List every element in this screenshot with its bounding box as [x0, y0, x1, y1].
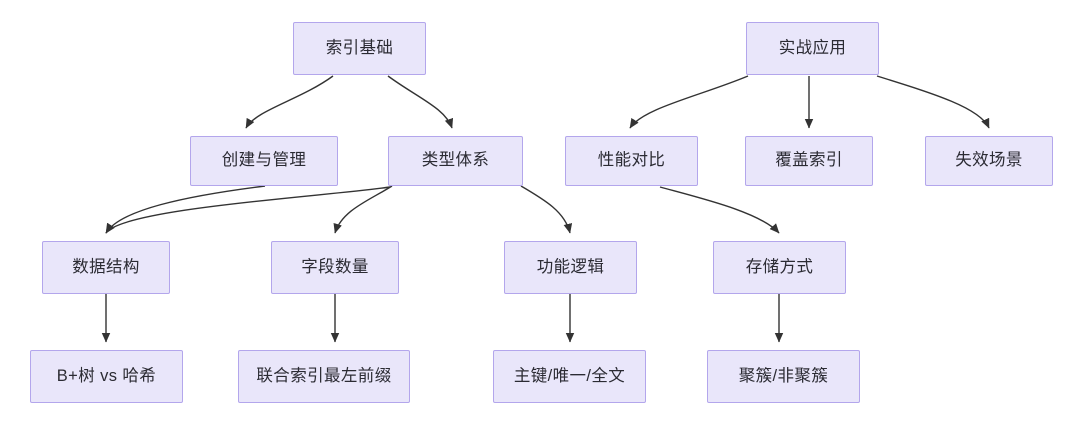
edge-root-practical-use-to-performance-compare — [629, 75, 749, 129]
node-function-logic[interactable]: 功能逻辑 — [504, 241, 637, 294]
node-label-field-count: 字段数量 — [301, 257, 369, 276]
node-label-root-index-basics: 索引基础 — [325, 38, 394, 57]
node-label-failure-scenario: 失效场景 — [955, 151, 1023, 170]
node-label-create-manage: 创建与管理 — [221, 151, 307, 170]
node-btree-vs-hash[interactable]: B+树 vs 哈希 — [30, 350, 183, 403]
node-label-type-system: 类型体系 — [421, 151, 490, 170]
node-label-performance-compare: 性能对比 — [597, 151, 666, 170]
node-label-clustered-or-not: 聚簇/非聚簇 — [738, 366, 829, 385]
node-label-leftmost-prefix: 联合索引最左前缀 — [256, 366, 392, 385]
node-data-structure[interactable]: 数据结构 — [42, 241, 170, 294]
edge-performance-compare-to-storage-method — [659, 186, 780, 234]
edge-create-manage-to-data-structure — [105, 185, 266, 234]
node-field-count[interactable]: 字段数量 — [271, 241, 399, 294]
edge-type-system-to-data-structure — [105, 186, 391, 234]
edge-root-index-basics-to-create-manage — [245, 75, 334, 129]
node-label-data-structure: 数据结构 — [72, 257, 140, 276]
node-storage-method[interactable]: 存储方式 — [713, 241, 846, 294]
node-root-index-basics[interactable]: 索引基础 — [293, 22, 426, 75]
node-label-function-logic: 功能逻辑 — [536, 257, 605, 276]
node-pk-unique-fulltext[interactable]: 主键/唯一/全文 — [493, 350, 646, 403]
node-label-storage-method: 存储方式 — [745, 257, 814, 276]
edge-root-index-basics-to-type-system — [387, 75, 454, 129]
node-type-system[interactable]: 类型体系 — [388, 136, 523, 186]
node-label-pk-unique-fulltext: 主键/唯一/全文 — [513, 366, 626, 385]
node-covering-index[interactable]: 覆盖索引 — [745, 136, 873, 186]
node-label-btree-vs-hash: B+树 vs 哈希 — [56, 366, 157, 385]
node-leftmost-prefix[interactable]: 联合索引最左前缀 — [238, 350, 410, 403]
edge-root-practical-use-to-failure-scenario — [876, 75, 990, 129]
node-label-root-practical-use: 实战应用 — [778, 38, 847, 57]
node-failure-scenario[interactable]: 失效场景 — [925, 136, 1053, 186]
edge-type-system-to-field-count — [333, 185, 393, 234]
node-clustered-or-not[interactable]: 聚簇/非聚簇 — [707, 350, 860, 403]
node-root-practical-use[interactable]: 实战应用 — [746, 22, 879, 75]
node-label-covering-index: 覆盖索引 — [775, 151, 843, 170]
edge-type-system-to-function-logic — [520, 185, 573, 234]
edge-group — [101, 75, 990, 343]
node-create-manage[interactable]: 创建与管理 — [190, 136, 338, 186]
node-performance-compare[interactable]: 性能对比 — [565, 136, 698, 186]
